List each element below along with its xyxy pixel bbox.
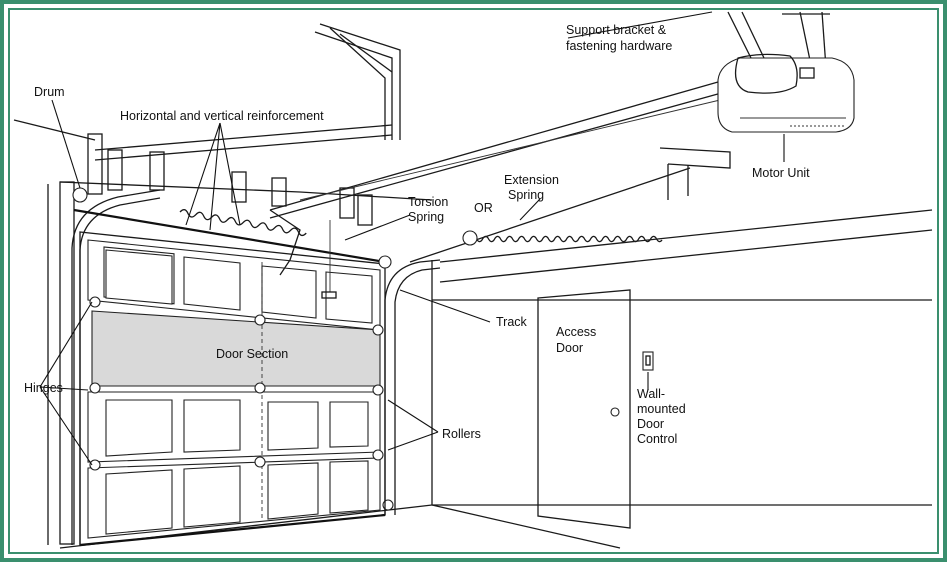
- label-torsion-spring-1: Torsion: [408, 195, 448, 209]
- label-access-door-1: Access: [556, 325, 596, 339]
- drum-left: [72, 187, 88, 203]
- opener-rail: [269, 79, 726, 299]
- ceiling-angle-bracket: [94, 23, 401, 161]
- label-or: OR: [474, 201, 493, 215]
- label-extension-spring-1: Extension: [504, 173, 559, 187]
- label-wall-control-3: Door: [637, 417, 664, 431]
- access-door: [537, 289, 631, 529]
- label-rollers: Rollers: [442, 427, 481, 441]
- leader-lines: [39, 11, 785, 466]
- label-access-door-2: Door: [556, 341, 583, 355]
- label-torsion-spring-2: Spring: [408, 210, 444, 224]
- label-track: Track: [496, 315, 528, 329]
- label-extension-spring-2: Spring: [508, 188, 544, 202]
- door-track: [71, 189, 441, 545]
- label-wall-control-4: Control: [637, 432, 677, 446]
- label-reinforcement: Horizontal and vertical reinforcement: [120, 109, 324, 123]
- label-drum: Drum: [34, 85, 65, 99]
- wall-control: [642, 351, 654, 371]
- label-wall-control-1: Wall-: [637, 387, 665, 401]
- drum-right: [378, 255, 392, 269]
- label-support-bracket-1: Support bracket &: [566, 23, 667, 37]
- label-wall-control-2: mounted: [637, 402, 686, 416]
- label-hinges: Hinges: [24, 381, 63, 395]
- hinge-markers: [89, 296, 394, 511]
- labels: Drum Horizontal and vertical reinforceme…: [24, 23, 810, 446]
- torsion-spring-assembly: [72, 187, 392, 269]
- extension-spring: [409, 147, 731, 263]
- door-knob: [610, 407, 620, 417]
- label-support-bracket-2: fastening hardware: [566, 39, 672, 53]
- label-door-section: Door Section: [216, 347, 288, 361]
- motor-unit: [717, 53, 855, 133]
- garage-door: [79, 231, 394, 547]
- pulley: [462, 230, 478, 246]
- label-motor-unit: Motor Unit: [752, 166, 810, 180]
